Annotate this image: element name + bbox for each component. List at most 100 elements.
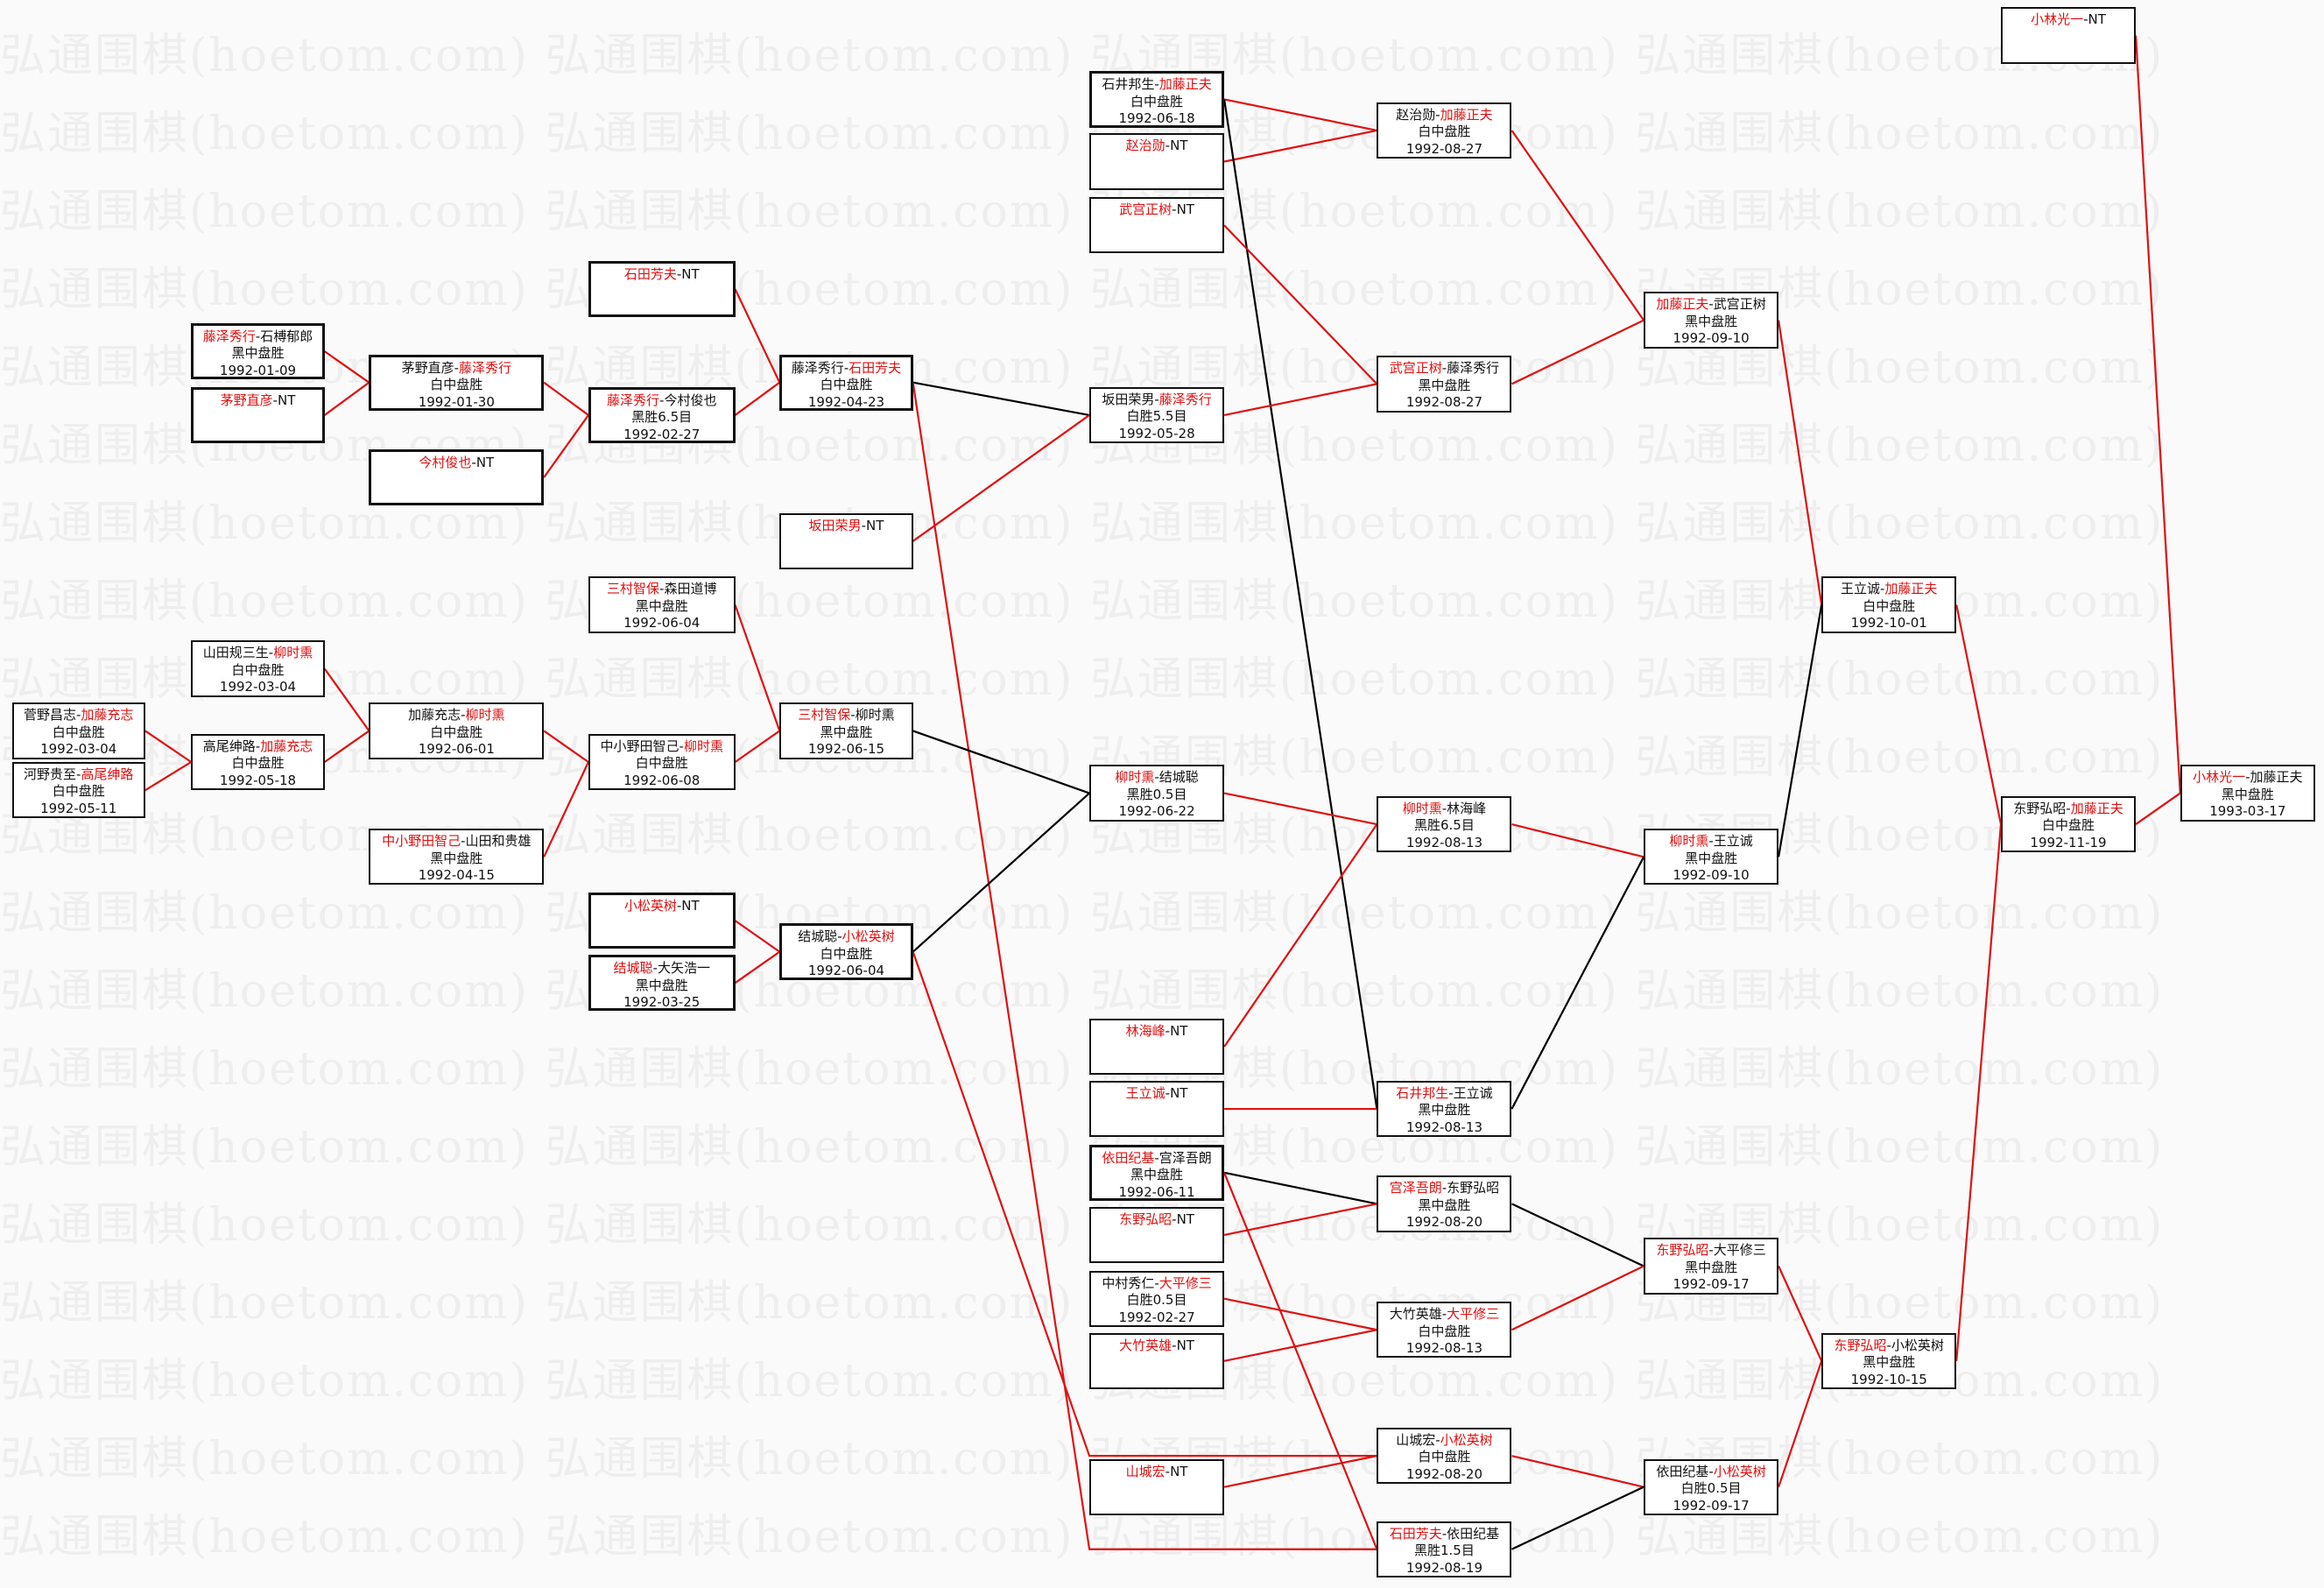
player-white: 藤泽秀行 [1447, 360, 1500, 377]
match-date: 1992-10-01 [1850, 615, 1927, 632]
player-black: 柳时熏 [1402, 800, 1442, 816]
match-players: 三村智保-柳时熏 [781, 707, 911, 724]
match-box[interactable]: 茅野直彦-NT [191, 386, 325, 444]
match-date: 1992-08-27 [1405, 394, 1483, 411]
match-result: 黑中盘胜 [1418, 1102, 1471, 1119]
match-date: 1992-01-09 [219, 362, 297, 378]
match-date: 1992-08-13 [1405, 1340, 1483, 1357]
player-white: 加藤正夫 [2070, 800, 2123, 816]
match-box[interactable]: 赵治勋-NT [1089, 133, 1225, 190]
player-black: 茅野直彦 [220, 392, 273, 408]
winner-connector-line [2134, 35, 2181, 794]
match-box[interactable]: 林海峰-NT [1089, 1018, 1225, 1076]
player-black: 东野弘昭 [1834, 1337, 1887, 1353]
match-date: 1992-08-13 [1405, 1119, 1483, 1135]
match-box[interactable]: 小松英树-NT [588, 892, 736, 949]
separator: - [1708, 1242, 1714, 1259]
match-box[interactable]: 小林光一-NT [2001, 7, 2137, 64]
player-black: 加藤正夫 [1656, 296, 1709, 313]
match-box[interactable]: 石田芳夫-NT [588, 260, 736, 318]
loser-connector-line [1778, 604, 1823, 858]
match-box[interactable]: 大竹英雄-NT [1089, 1332, 1225, 1389]
winner-connector-line [912, 951, 1377, 1457]
match-players: 武宫正树-NT [1091, 201, 1222, 219]
separator: - [1172, 1337, 1177, 1353]
player-white: 小松英树 [1891, 1337, 1944, 1353]
separator: - [843, 359, 849, 376]
match-players: 石田芳夫-NT [591, 266, 733, 284]
player-white: 高尾绅路 [81, 766, 134, 782]
player-black: 大竹英雄 [1119, 1337, 1173, 1353]
separator: - [1441, 800, 1447, 816]
winner-connector-line [144, 730, 192, 763]
match-players: 大竹英雄-NT [1091, 1337, 1222, 1355]
match-result: 黑中盘胜 [1685, 1259, 1738, 1275]
match-box[interactable]: 东野弘昭-NT [1089, 1206, 1225, 1264]
match-result: 白中盘胜 [1418, 1449, 1471, 1465]
match-players: 中小野田智己-山田和贵雄 [370, 833, 542, 850]
separator: - [1441, 1525, 1447, 1542]
separator: - [1880, 581, 1885, 597]
match-box[interactable]: 今村俊也-NT [369, 448, 545, 506]
player-black: 王立诚 [1125, 1084, 1166, 1101]
player-white: 王立诚 [1453, 1084, 1493, 1101]
player-black: 藤泽秀行 [791, 359, 844, 376]
match-box[interactable]: 山城宏-NT [1089, 1458, 1225, 1515]
match-players: 东野弘昭-小松英树 [1823, 1337, 1954, 1355]
player-black: 赵治勋 [1125, 138, 1166, 154]
separator: - [1154, 769, 1159, 786]
match-result: 白中盘胜 [231, 755, 285, 772]
match-box[interactable]: 坂田荣男-NT [779, 512, 913, 569]
match-players: 结城聪-大矢浩一 [591, 960, 733, 978]
match-box[interactable]: 武宫正树-NT [1089, 197, 1225, 254]
separator: - [255, 738, 261, 754]
separator: - [255, 328, 261, 344]
winner-connector-line [912, 414, 1090, 542]
winner-connector-line [324, 381, 370, 416]
match-box[interactable]: 王立诚-NT [1089, 1080, 1225, 1138]
winner-connector-line [1223, 1329, 1377, 1362]
match-date: 1992-08-20 [1405, 1214, 1483, 1231]
separator: - [676, 897, 682, 914]
match-players: 石田芳夫-依田纪基 [1378, 1526, 1510, 1543]
winner-connector-line [734, 381, 780, 416]
player-white: 柳时熏 [855, 707, 895, 723]
player-white: 小松英树 [1713, 1463, 1766, 1479]
